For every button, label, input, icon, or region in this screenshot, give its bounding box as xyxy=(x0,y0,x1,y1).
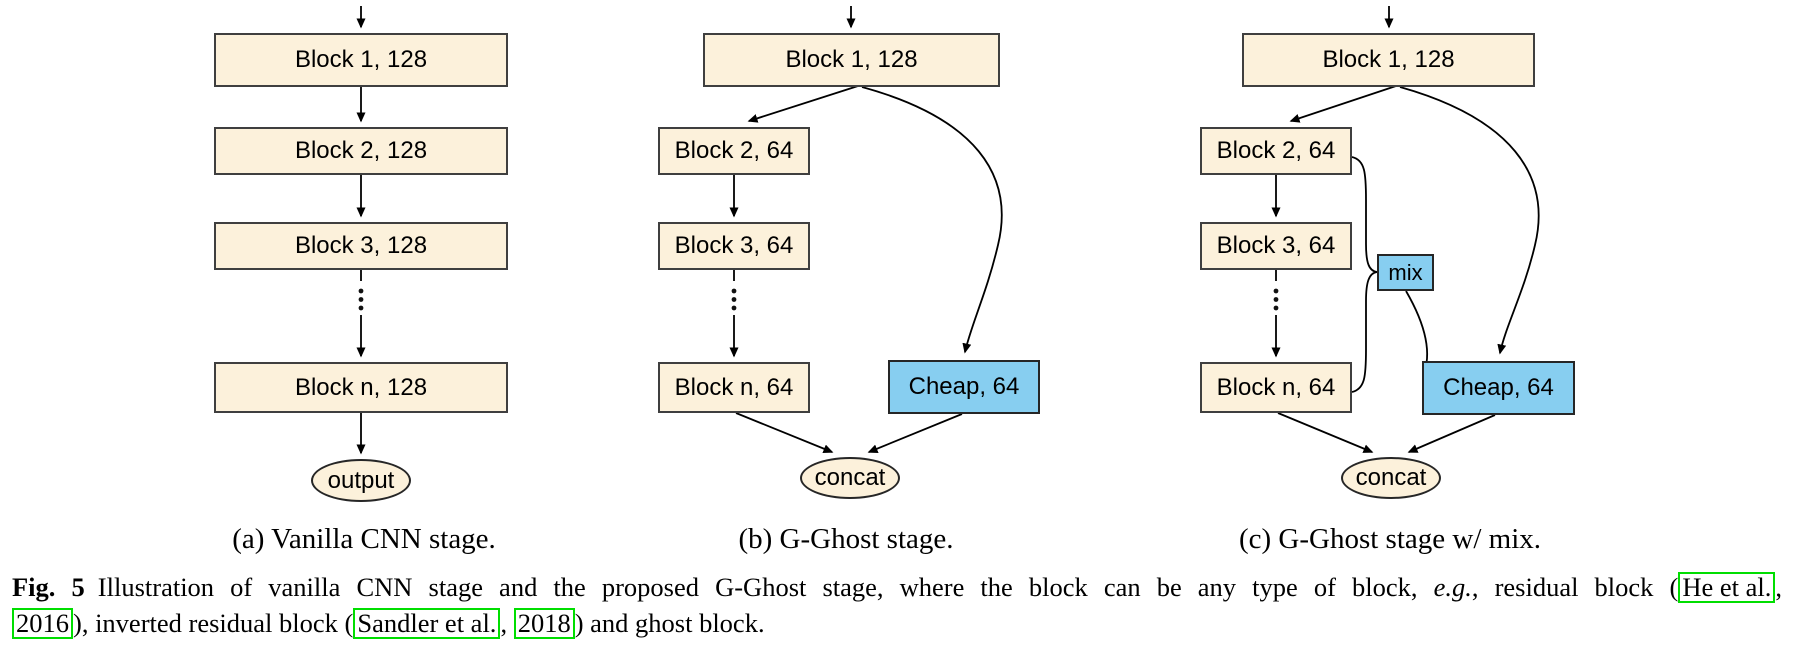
citation-link-2016[interactable]: 2016 xyxy=(12,608,73,640)
subcaption-b: (b) G-Ghost stage. xyxy=(738,523,954,555)
cheap-block-c: Cheap, 64 xyxy=(1422,361,1575,415)
caption-text-1: Illustration of vanilla CNN stage and th… xyxy=(97,572,1434,602)
block-c-1: Block 1, 128 xyxy=(1242,33,1535,87)
block-c-n: Block n, 64 xyxy=(1200,362,1352,413)
curve-c1-cheap xyxy=(1399,86,1540,355)
caption-comma-2: , xyxy=(500,608,514,639)
cheap-block-b: Cheap, 64 xyxy=(888,360,1040,414)
arrow-b1-b2 xyxy=(747,85,859,123)
caption-line-1: Fig. 5 Illustration of vanilla CNN stage … xyxy=(12,572,1782,604)
arrow-cn-concat xyxy=(1277,412,1374,453)
brace-c2-mix xyxy=(1351,156,1378,273)
mix-block-c: mix xyxy=(1377,254,1434,291)
concat-terminal-b: concat xyxy=(800,457,900,499)
arrow-bn-concat xyxy=(735,412,834,453)
figure-caption: Fig. 5 Illustration of vanilla CNN stage … xyxy=(12,572,1782,640)
caption-text-2: , residual block ( xyxy=(1471,572,1679,602)
vertical-ellipsis-group xyxy=(358,288,1279,311)
citation-link-sandler[interactable]: Sandler et al. xyxy=(353,608,501,640)
caption-line-2: 2016), inverted residual block (Sandler … xyxy=(12,608,1782,640)
caption-text-4: ) and ghost block. xyxy=(574,608,765,639)
caption-eg: e.g. xyxy=(1433,572,1472,602)
block-b-1: Block 1, 128 xyxy=(703,33,1000,87)
brace-cn-mix xyxy=(1351,271,1378,393)
block-c-2: Block 2, 64 xyxy=(1200,127,1352,175)
block-b-n: Block n, 64 xyxy=(658,362,810,413)
citation-link-2018[interactable]: 2018 xyxy=(513,608,575,640)
citation-link-he[interactable]: He et al. xyxy=(1678,572,1776,604)
subcaption-c: (c) G-Ghost stage w/ mix. xyxy=(1238,523,1542,555)
arrow-cheapb-concat xyxy=(867,413,963,453)
subcaption-a: (a) Vanilla CNN stage. xyxy=(232,523,496,555)
arrow-c1-c2 xyxy=(1289,85,1397,123)
block-c-3: Block 3, 64 xyxy=(1200,222,1352,270)
caption-comma-1: , xyxy=(1775,572,1782,602)
block-a-n: Block n, 128 xyxy=(214,362,508,413)
figure-label: Fig. 5 xyxy=(12,572,85,602)
block-a-3: Block 3, 128 xyxy=(214,222,508,270)
output-terminal-a: output xyxy=(311,459,411,502)
concat-terminal-c: concat xyxy=(1341,457,1441,499)
block-b-2: Block 2, 64 xyxy=(658,127,810,175)
block-a-1: Block 1, 128 xyxy=(214,33,508,87)
curve-b1-cheap xyxy=(861,86,1003,354)
block-b-3: Block 3, 64 xyxy=(658,222,810,270)
caption-text-3: ), inverted residual block ( xyxy=(73,608,354,639)
block-a-2: Block 2, 128 xyxy=(214,127,508,175)
arrow-cheapc-concat xyxy=(1407,414,1496,453)
